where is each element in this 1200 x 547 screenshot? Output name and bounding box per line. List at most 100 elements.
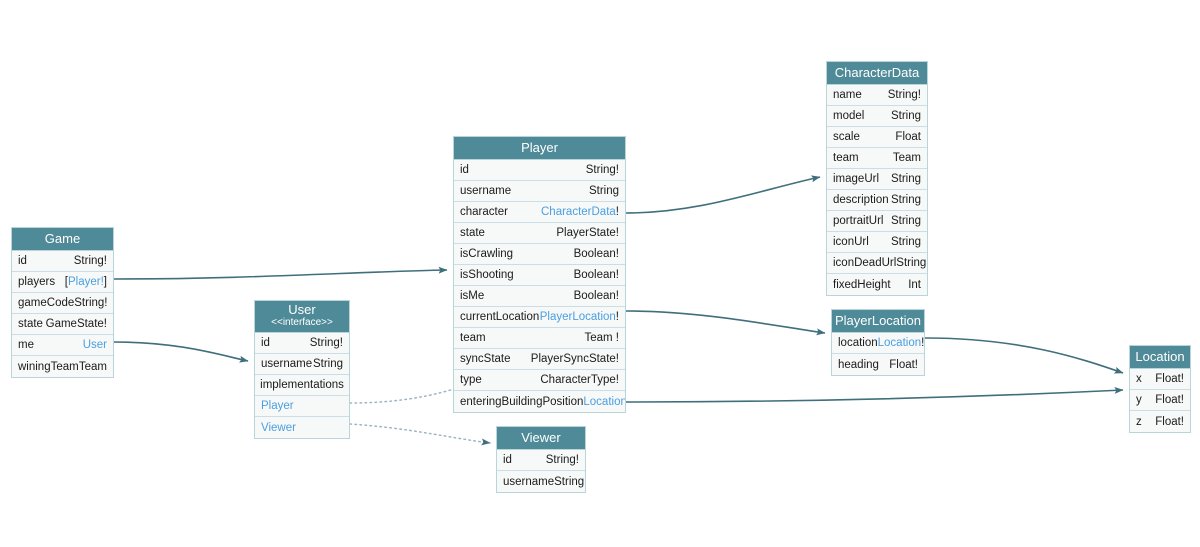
field-row[interactable]: iconDeadUrl String: [827, 253, 927, 274]
node-game[interactable]: Game id String! players [Player!] gameCo…: [11, 227, 114, 378]
field-row[interactable]: type CharacterType!: [454, 370, 625, 391]
field-type: String: [890, 236, 921, 248]
field-type: String!: [887, 89, 921, 101]
field-name: username: [261, 358, 313, 370]
field-row[interactable]: username String: [497, 471, 585, 492]
field-row[interactable]: name String!: [827, 85, 927, 106]
field-row[interactable]: id String!: [454, 160, 625, 181]
field-type: Float!: [1155, 373, 1184, 385]
field-type: PlayerSyncState!: [530, 353, 619, 365]
node-viewer[interactable]: Viewer id String! username String: [496, 426, 586, 493]
field-type: Float: [895, 131, 921, 143]
field-name: username: [503, 475, 555, 488]
node-player[interactable]: Player id String! username String charac…: [453, 136, 626, 413]
implementation-row-player[interactable]: Player: [255, 396, 349, 417]
field-row[interactable]: currentLocation PlayerLocation!: [454, 307, 625, 328]
field-type: Float!: [889, 358, 918, 371]
field-type-link[interactable]: Location!: [877, 337, 924, 349]
node-title-playerlocation: PlayerLocation: [832, 310, 924, 333]
field-name: description: [833, 194, 889, 206]
field-row[interactable]: state PlayerState!: [454, 223, 625, 244]
field-row[interactable]: location Location!: [832, 333, 924, 354]
edge-game-me-to-user: [113, 341, 249, 363]
field-row[interactable]: state GameState!: [12, 314, 113, 335]
field-type: Boolean!: [573, 248, 619, 260]
field-type: Team: [892, 152, 921, 164]
field-row[interactable]: z Float!: [1130, 411, 1190, 432]
field-row[interactable]: username String: [454, 181, 625, 202]
field-type-link[interactable]: PlayerLocation!: [539, 311, 619, 323]
edge-game-players-to-player: [113, 266, 448, 280]
field-row[interactable]: username String: [255, 354, 349, 375]
field-name: iconUrl: [833, 236, 869, 248]
field-name: character: [460, 206, 508, 218]
field-type: String!: [73, 255, 107, 267]
field-type: String: [890, 194, 921, 206]
field-row[interactable]: scale Float: [827, 127, 927, 148]
field-name: me: [18, 339, 34, 351]
field-name: location: [838, 337, 878, 349]
node-title-player: Player: [454, 137, 625, 160]
field-row[interactable]: portraitUrl String: [827, 211, 927, 232]
edge-player-character-to-characterdata: [625, 175, 821, 214]
field-row[interactable]: id String!: [255, 333, 349, 354]
field-row[interactable]: syncState PlayerSyncState!: [454, 349, 625, 370]
field-row[interactable]: character CharacterData!: [454, 202, 625, 223]
field-row[interactable]: y Float!: [1130, 390, 1190, 411]
field-row[interactable]: gameCode String!: [12, 293, 113, 314]
field-row[interactable]: description String: [827, 190, 927, 211]
field-type: String!: [309, 337, 343, 349]
field-name: team: [460, 332, 486, 344]
field-row[interactable]: winingTeam Team: [12, 356, 113, 377]
field-name: name: [833, 89, 862, 101]
field-row[interactable]: model String: [827, 106, 927, 127]
node-location[interactable]: Location x Float! y Float! z Float!: [1129, 345, 1191, 433]
field-row[interactable]: me User: [12, 335, 113, 356]
field-row[interactable]: iconUrl String: [827, 232, 927, 253]
field-type-link[interactable]: User: [82, 339, 107, 351]
field-row[interactable]: isCrawling Boolean!: [454, 244, 625, 265]
field-name: state: [460, 227, 485, 239]
node-title-user: User <<interface>>: [255, 301, 349, 333]
field-row[interactable]: team Team !: [454, 328, 625, 349]
field-type: Team: [78, 360, 107, 373]
field-row[interactable]: id String!: [497, 450, 585, 471]
field-type-link[interactable]: CharacterData!: [541, 206, 619, 218]
field-row[interactable]: players [Player!]: [12, 272, 113, 293]
field-type: String: [554, 475, 585, 488]
field-row[interactable]: fixedHeight Int: [827, 274, 927, 295]
node-playerlocation[interactable]: PlayerLocation location Location! headin…: [831, 309, 925, 376]
field-row[interactable]: team Team: [827, 148, 927, 169]
field-row[interactable]: x Float!: [1130, 369, 1190, 390]
edge-user-viewer-implementation: [349, 423, 491, 446]
node-title-characterdata: CharacterData: [827, 62, 927, 85]
field-type-link[interactable]: Location: [583, 395, 625, 408]
field-name: state: [18, 318, 43, 330]
field-row[interactable]: id String!: [12, 251, 113, 272]
field-type: String!: [585, 164, 619, 176]
field-name: id: [261, 337, 270, 349]
field-name: enteringBuildingPosition: [460, 395, 584, 408]
node-stereotype: <<interface>>: [271, 317, 333, 328]
field-type: String: [890, 173, 921, 185]
field-name: model: [833, 110, 865, 122]
node-user[interactable]: User <<interface>> id String! username S…: [254, 300, 350, 439]
field-row[interactable]: enteringBuildingPosition Location: [454, 391, 625, 412]
field-type: String!: [545, 454, 579, 466]
field-type: String!: [74, 297, 108, 309]
field-row[interactable]: isMe Boolean!: [454, 286, 625, 307]
field-name: isMe: [460, 290, 485, 302]
field-row[interactable]: imageUrl String: [827, 169, 927, 190]
implementation-link[interactable]: Player: [261, 400, 294, 412]
implementation-link[interactable]: Viewer: [261, 421, 296, 434]
node-characterdata[interactable]: CharacterData name String! model String …: [826, 61, 928, 296]
implementations-label: implementations: [260, 379, 344, 391]
field-name: players: [18, 276, 56, 288]
field-name: type: [460, 374, 482, 386]
field-row[interactable]: isShooting Boolean!: [454, 265, 625, 286]
field-type-link[interactable]: [Player!]: [64, 276, 107, 288]
field-name: username: [460, 185, 512, 197]
field-name: gameCode: [18, 297, 75, 309]
field-row[interactable]: heading Float!: [832, 354, 924, 375]
implementation-row-viewer[interactable]: Viewer: [255, 417, 349, 438]
